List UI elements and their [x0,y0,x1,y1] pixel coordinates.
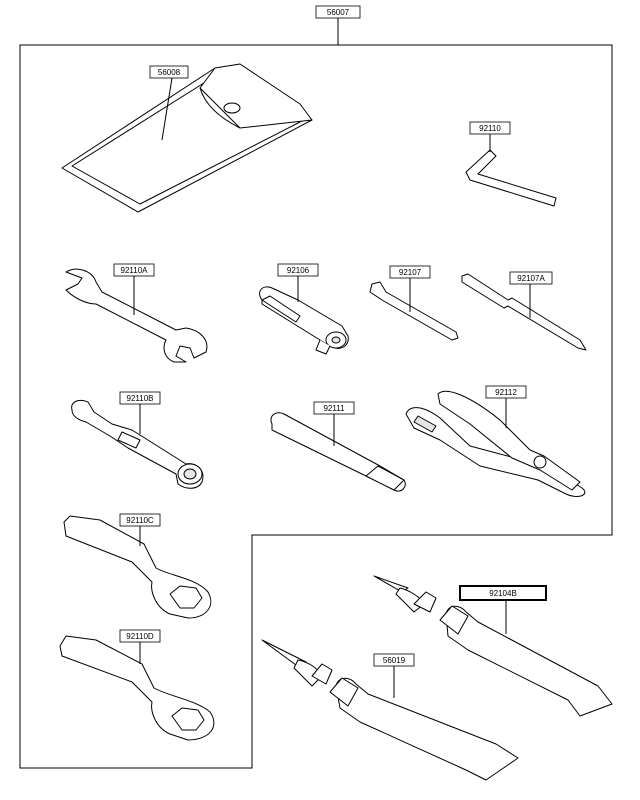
label-handle-text: 92111 [323,404,345,413]
label-tube-b[interactable]: 92104B [459,585,547,601]
label-kit-text: 56007 [327,8,350,17]
label-adapter-text: 92106 [287,266,310,275]
hex-key [465,149,557,207]
socket-adapter [259,286,349,355]
label-handle[interactable]: 92111 [313,401,355,415]
tool-pouch [61,63,313,213]
grease-tube-b [373,575,613,717]
label-spark-wrench[interactable]: 92110B [119,391,161,405]
label-driver-1-text: 92107 [399,268,422,277]
tommy-bar-handle [270,412,406,492]
screwdriver-bit [369,281,459,341]
label-ring-d[interactable]: 92110D [119,629,161,643]
label-ring-c-text: 92110C [126,516,154,525]
pliers [405,390,586,497]
label-tube-b-text: 92104B [489,589,517,598]
label-pouch-text: 56008 [158,68,181,77]
label-hex-key[interactable]: 92110 [469,121,511,135]
label-tube-2[interactable]: 56019 [373,653,415,667]
open-end-wrench [65,268,208,363]
label-pliers[interactable]: 92112 [485,385,527,399]
label-wrench-a-text: 92110A [121,266,149,275]
label-adapter[interactable]: 92106 [277,263,319,277]
label-ring-d-text: 92110D [126,632,154,641]
label-driver-2-text: 92107A [517,274,545,283]
label-pliers-text: 92112 [495,388,517,397]
spark-plug-wrench [71,399,204,489]
label-wrench-a[interactable]: 92110A [113,263,155,277]
label-hex-key-text: 92110 [479,124,501,133]
screwdriver-bit-a [461,273,587,351]
label-ring-c[interactable]: 92110C [119,513,161,527]
ring-wrench-d [59,635,215,741]
label-kit[interactable]: 56007 [315,5,361,19]
label-spark-wrench-text: 92110B [127,394,154,403]
label-driver-2[interactable]: 92107A [509,271,553,285]
ring-wrench-c [63,515,212,619]
kit-frame-outline [19,44,613,769]
label-tube-2-text: 56019 [383,656,406,665]
label-pouch[interactable]: 56008 [149,65,189,79]
grease-tube-2 [261,639,519,781]
label-driver-1[interactable]: 92107 [389,265,431,279]
